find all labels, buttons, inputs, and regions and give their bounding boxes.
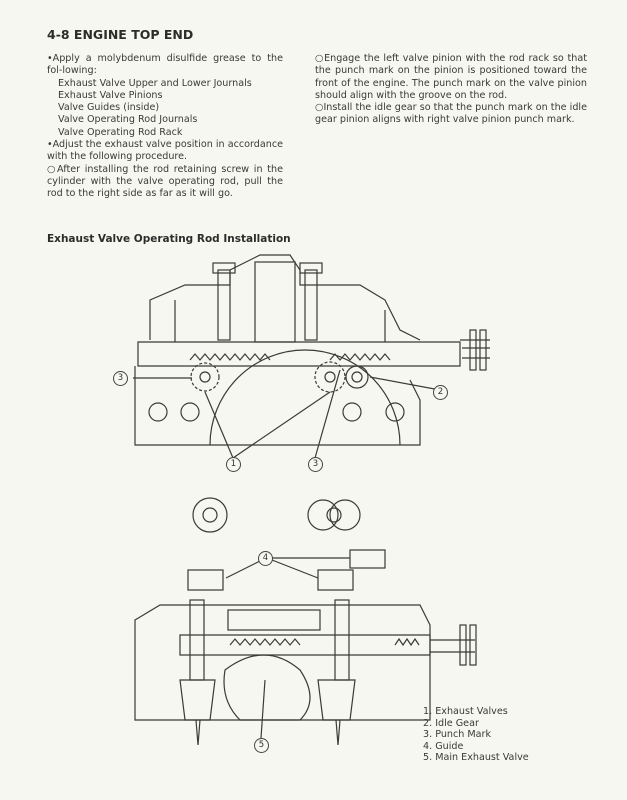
side-view-cylinder	[134, 599, 477, 746]
legend-item: 3. Punch Mark	[423, 729, 492, 740]
step-left-pinion: ○Engage the left valve pinion with the r…	[315, 53, 587, 101]
grease-item: Valve Operating Rod Rack	[58, 126, 183, 138]
figure-heading: Exhaust Valve Operating Rod Installation	[47, 233, 291, 245]
valve-washers	[192, 497, 361, 533]
adjust-instruction: •Adjust the exhaust valve position in ac…	[47, 139, 283, 163]
legend-item: 1. Exhaust Valves	[423, 706, 508, 717]
grease-instruction: •Apply a molybdenum disulfide grease to …	[47, 53, 283, 77]
step-rod-retaining: ○After installing the rod retaining scre…	[47, 163, 283, 200]
grease-item: Valve Operating Rod Journals	[58, 114, 198, 126]
legend-item: 4. Guide	[423, 740, 464, 752]
valve-guides	[187, 549, 386, 591]
grease-item: Valve Guides (inside)	[58, 102, 160, 114]
callout-4-guide: 4	[258, 551, 273, 566]
right-column: ○Engage the left valve pinion with the r…	[315, 53, 587, 127]
callout-3-punch-mark-bottom: 3	[308, 457, 323, 472]
callout-3-punch-mark: 3	[113, 371, 128, 386]
callout-2-idle-gear: 2	[433, 385, 448, 400]
callout-5-main-exhaust-valve: 5	[254, 738, 269, 753]
figure-legend: 1. Exhaust Valves 2. Idle Gear 3. Punch …	[423, 706, 529, 764]
legend-item: 5. Main Exhaust Valve	[423, 752, 529, 763]
section-title: 4-8 ENGINE TOP END	[47, 27, 194, 42]
step-idle-gear: ○Install the idle gear so that the punch…	[315, 102, 587, 126]
grease-item: Exhaust Valve Upper and Lower Journals	[58, 77, 252, 89]
legend-item: 2. Idle Gear	[423, 717, 479, 729]
grease-item: Exhaust Valve Pinions	[58, 89, 163, 101]
left-column: •Apply a molybdenum disulfide grease to …	[47, 53, 283, 201]
callout-1-exhaust-valves: 1	[226, 457, 241, 472]
top-view-cylinder	[133, 254, 490, 459]
